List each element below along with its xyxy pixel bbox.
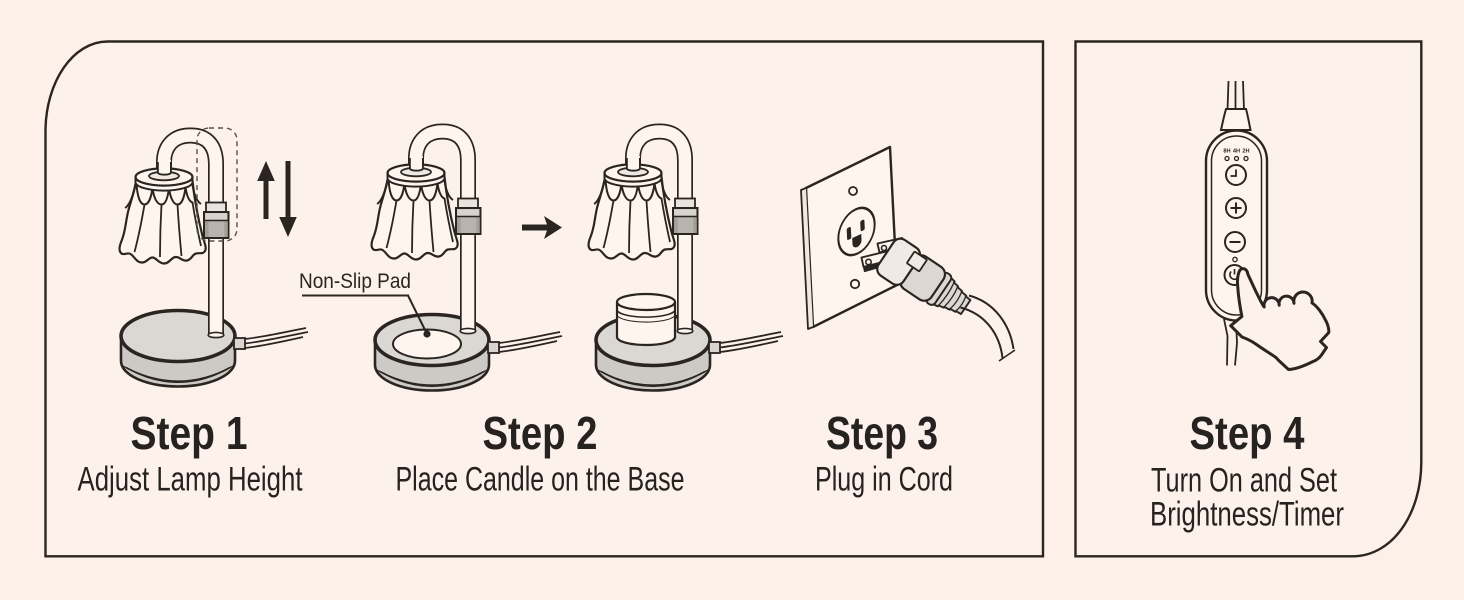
svg-text:Turn On and Set: Turn On and Set [1151, 462, 1337, 500]
svg-text:Non-Slip Pad: Non-Slip Pad [299, 270, 411, 293]
svg-text:8H: 8H [1223, 149, 1230, 155]
svg-text:Brightness/Timer: Brightness/Timer [1150, 496, 1344, 534]
svg-text:4H: 4H [1233, 149, 1240, 155]
svg-text:Place Candle on the Base: Place Candle on the Base [396, 461, 685, 499]
svg-text:Step 1: Step 1 [131, 407, 248, 459]
svg-text:Step 2: Step 2 [483, 407, 598, 459]
svg-text:Step 3: Step 3 [826, 407, 938, 459]
svg-text:Step 4: Step 4 [1190, 407, 1305, 459]
svg-text:Plug in Cord: Plug in Cord [815, 461, 953, 499]
svg-text:Adjust Lamp Height: Adjust Lamp Height [78, 461, 303, 499]
svg-text:2H: 2H [1242, 149, 1249, 155]
